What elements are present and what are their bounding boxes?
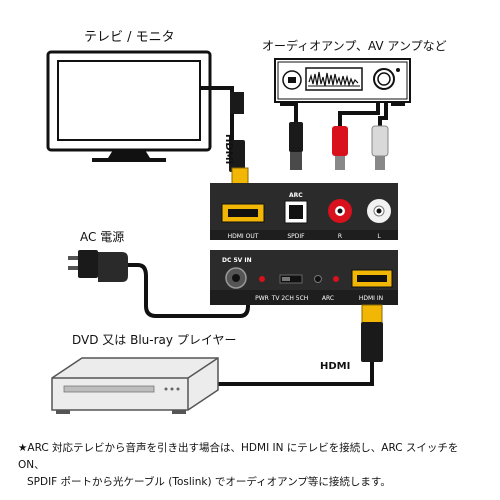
back-port-label: HDMI IN [359, 295, 383, 302]
audio-amplifier [274, 58, 411, 106]
dvd-label: DVD 又は Blu-ray プレイヤー [72, 333, 236, 347]
ac-label: AC 電源 [80, 230, 124, 244]
hdmi-vertical-label: HDMI [223, 134, 234, 164]
dc-in-label: DC 5V IN [222, 257, 252, 264]
optical-cable [289, 102, 303, 170]
front-port-label: R [338, 233, 342, 240]
connection-note: ★ARC 対応テレビから音声を引き出す場合は、HDMI IN にテレビを接続し、… [18, 440, 488, 491]
back-port-label: ARC [322, 295, 334, 302]
hdmi-cable-dvd [205, 304, 383, 386]
note-line-1: ★ARC 対応テレビから音声を引き出す場合は、HDMI IN にテレビを接続し、… [18, 442, 459, 471]
front-port-label: HDMI OUT [228, 233, 259, 240]
converter-box-front [210, 183, 398, 240]
note-line-2: SPDIF ポートから光ケーブル (Toslink) でオーディオアンプ等に接続… [27, 476, 391, 488]
front-port-label: SPDIF [287, 233, 305, 240]
tv-label: テレビ / モニタ [84, 30, 175, 45]
front-port-label: L [377, 233, 381, 240]
rca-white-cable [371, 102, 389, 170]
ac-adapter [68, 250, 250, 318]
converter-box-back [210, 250, 398, 305]
back-port-label: TV 2CH 5CH [271, 295, 309, 302]
tv-monitor [46, 50, 212, 162]
hdmi-bottom-label: HDMI [320, 361, 350, 372]
amp-label: オーディオアンプ、AV アンプなど [262, 38, 447, 53]
arc-top-label: ARC [289, 192, 303, 199]
front-port-labels: HDMI OUT SPDIF R L [228, 233, 382, 240]
dvd-player [51, 357, 219, 414]
rca-red-cable [332, 102, 380, 170]
back-port-label: PWR [255, 295, 269, 302]
